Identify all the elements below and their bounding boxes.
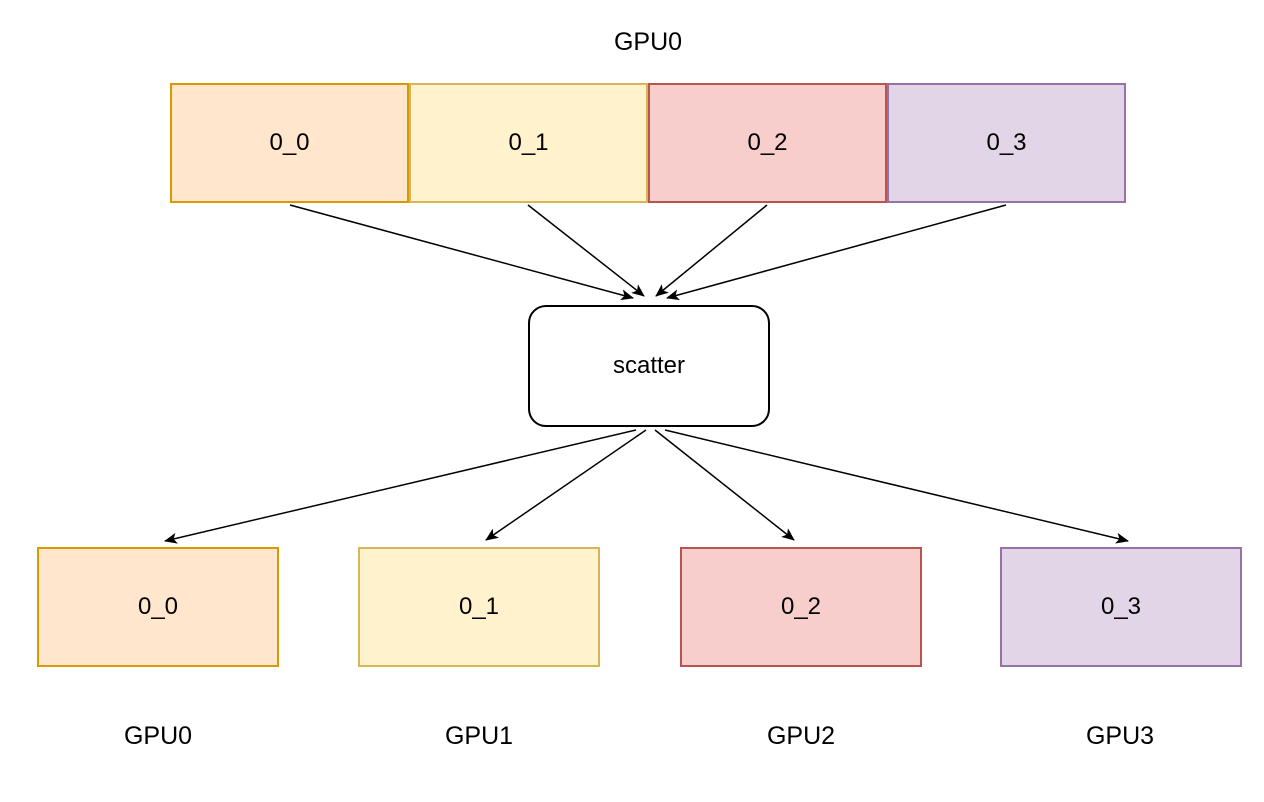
target-box-gpu2-label: 0_2 [780,593,822,620]
target-gpu1-label: GPU1 [444,722,514,750]
arrow-chunk-0-0-to-scatter [289,204,634,301]
source-chunk-0-0: 0_0 [170,83,409,203]
scatter-operation-node: scatter [528,305,770,427]
target-box-gpu2: 0_2 [680,547,922,667]
source-chunk-0-3: 0_3 [887,83,1126,203]
source-chunk-0-1-label: 0_1 [508,129,549,156]
arrow-chunk-0-3-to-scatter [666,204,1007,301]
arrow-chunk-0-1-to-scatter [527,204,645,297]
arrow-chunk-0-2-to-scatter [655,204,768,297]
target-box-gpu3-label: 0_3 [1100,593,1142,620]
arrow-scatter-to-gpu2 [654,429,795,541]
source-chunk-0-3-label: 0_3 [986,129,1027,156]
source-chunk-0-1: 0_1 [409,83,648,203]
target-gpu0-label: GPU0 [123,722,193,750]
target-gpu3-label: GPU3 [1085,722,1155,750]
source-chunk-0-2-label: 0_2 [747,129,788,156]
target-box-gpu0: 0_0 [37,547,279,667]
source-gpu-label: GPU0 [613,28,683,56]
target-box-gpu1: 0_1 [358,547,600,667]
source-chunk-0-2: 0_2 [648,83,887,203]
target-gpu2-label: GPU2 [766,722,836,750]
source-chunk-0-0-label: 0_0 [269,129,310,156]
arrow-scatter-to-gpu3 [664,429,1129,544]
arrow-scatter-to-gpu0 [164,429,637,544]
scatter-operation-label: scatter [612,352,686,379]
target-box-gpu0-label: 0_0 [137,593,179,620]
target-box-gpu1-label: 0_1 [458,593,500,620]
arrow-scatter-to-gpu1 [485,429,647,541]
target-box-gpu3: 0_3 [1000,547,1242,667]
